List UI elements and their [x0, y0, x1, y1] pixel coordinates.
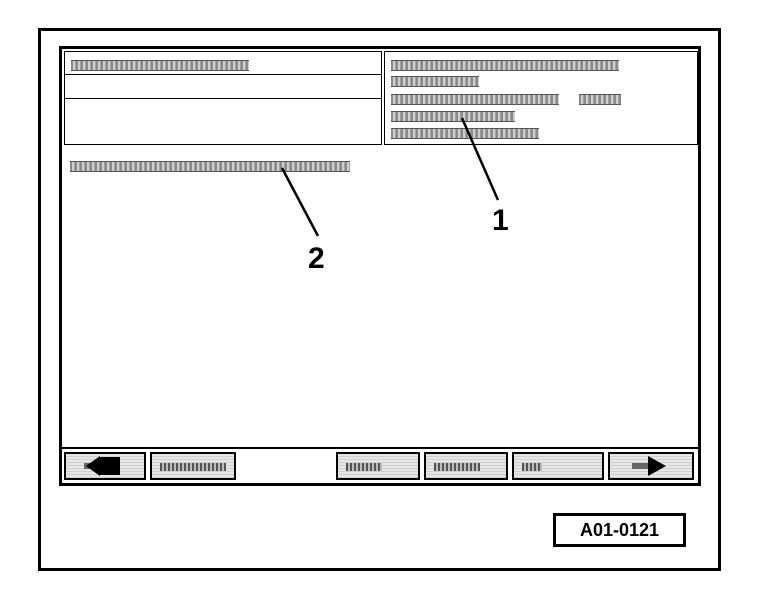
- header-left-panel: [64, 51, 382, 145]
- softkey-3-button[interactable]: [336, 452, 420, 480]
- header-right-text-line-1: [391, 60, 619, 71]
- display-text-line: [70, 161, 350, 172]
- softkey-2-label: [160, 463, 226, 471]
- header-left-row-divider-1: [65, 74, 381, 75]
- softkey-strip: [62, 447, 698, 485]
- display-area: [64, 147, 698, 449]
- arrow-right-icon: [632, 456, 666, 476]
- softkey-forward-button[interactable]: [608, 452, 694, 480]
- arrow-left-icon: [84, 456, 120, 476]
- softkey-2-button[interactable]: [150, 452, 236, 480]
- softkey-5-label: [522, 463, 542, 471]
- header-right-text-line-3b: [579, 94, 621, 105]
- callout-1-label: 1: [492, 204, 509, 237]
- tester-screen: [59, 46, 701, 486]
- header-left-row-divider-2: [65, 98, 381, 99]
- header-right-panel: [384, 51, 698, 145]
- softkey-4-button[interactable]: [424, 452, 508, 480]
- softkey-5-button[interactable]: [512, 452, 604, 480]
- figure-reference-text: A01-0121: [579, 519, 660, 540]
- header-right-text-line-4: [391, 111, 515, 122]
- softkey-4-label: [434, 463, 480, 471]
- callout-2-label: 2: [308, 242, 325, 275]
- header-right-text-line-3a: [391, 94, 559, 105]
- header-right-text-line-5: [391, 128, 539, 139]
- header-right-text-line-2: [391, 76, 479, 87]
- softkey-back-button[interactable]: [64, 452, 146, 480]
- figure-reference-code: A01-0121: [553, 513, 686, 547]
- header-left-text-line: [71, 60, 249, 71]
- softkey-3-label: [346, 463, 382, 471]
